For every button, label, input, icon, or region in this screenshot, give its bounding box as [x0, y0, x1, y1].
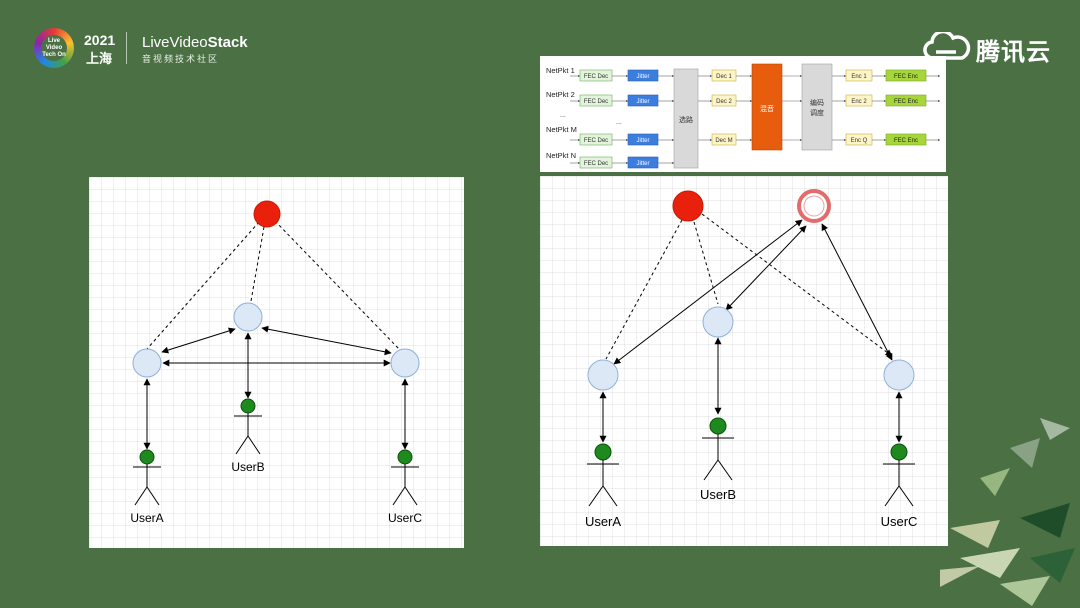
decorative-triangles: [940, 418, 1075, 606]
left-diagram-panel: UserA UserB UserC: [89, 177, 464, 548]
cloud-icon: [923, 32, 971, 60]
right-diagram-panel: UserA UserB UserC: [540, 176, 948, 546]
event-logo: Live Video Tech On: [34, 28, 74, 68]
event-header: Live Video Tech On 2021 上海 LiveVideoStac…: [34, 26, 334, 70]
ellipsis-mid: ...: [616, 119, 622, 126]
left-topology-diagram: UserA UserB UserC: [130, 200, 422, 525]
relay-hub-inner: [803, 195, 825, 217]
row1-label: NetPkt 1: [546, 66, 575, 75]
user-a-label: UserA: [130, 511, 163, 525]
row4-jitter-text: Jitter: [636, 161, 649, 167]
audio-mix-label: 混音: [760, 104, 774, 113]
dashed-link-c: [274, 220, 400, 350]
user-a-label: UserA: [585, 514, 621, 529]
header-divider: [126, 32, 127, 64]
row2-fec-dec-text: FEC Dec: [584, 99, 608, 105]
user-a-figure: [133, 449, 161, 506]
row2-label: NetPkt 2: [546, 90, 575, 99]
user-b-label: UserB: [700, 487, 736, 502]
link-a-b: [161, 327, 236, 354]
row1-dec: [711, 69, 737, 82]
user-b-label: UserB: [231, 460, 264, 474]
row3-label: NetPkt M: [546, 125, 577, 134]
row3-fec-dec-text: FEC Dec: [584, 138, 608, 144]
link-a-hub: [613, 219, 803, 365]
right-topology-diagram: UserA UserB UserC: [585, 189, 918, 529]
event-city: 上海: [86, 51, 113, 66]
row3-dec-text: Dec M: [715, 138, 732, 144]
brand-name: LiveVideoStack: [142, 34, 248, 51]
brand-stack: Stack: [207, 34, 248, 51]
row1-fec-dec: [579, 69, 613, 82]
edge-node-a: [587, 359, 619, 391]
row1-jitter-text: Jitter: [636, 74, 649, 80]
row1-fec-enc: [885, 69, 927, 82]
row3-fec-enc: [885, 133, 927, 146]
encode-schedule-label-2: 调度: [810, 108, 824, 117]
row2-fec-enc: [885, 94, 927, 107]
row2-jitter-text: Jitter: [636, 99, 649, 105]
central-server-node: [672, 190, 704, 222]
link-b-hub: [725, 225, 807, 311]
row1-jitter: [627, 69, 659, 82]
user-a-figure: [587, 443, 619, 507]
link-c-hub: [821, 223, 893, 361]
edge-node-c: [390, 348, 420, 378]
dashed-link-a: [605, 219, 683, 360]
row1-fec-enc-text: FEC Enc: [894, 74, 918, 80]
dashed-link-b: [250, 226, 265, 302]
row2-fec-dec: [579, 94, 613, 107]
link-b-c: [261, 325, 392, 356]
user-c-label: UserC: [388, 511, 422, 525]
event-logo-text: Live Video Tech On: [41, 35, 67, 61]
row4-fec-dec: [579, 156, 613, 169]
row2-dec: [711, 94, 737, 107]
edge-node-b: [233, 302, 263, 332]
row3-fec-dec: [579, 133, 613, 146]
edge-node-a: [132, 348, 162, 378]
central-server-node: [253, 200, 281, 228]
user-c-label: UserC: [881, 514, 918, 529]
user-b-figure: [702, 417, 734, 481]
user-c-figure: [391, 449, 419, 506]
tencent-cloud-name: 腾讯云: [976, 39, 1051, 66]
row2-enc-text: Enc 2: [851, 99, 867, 105]
user-c-figure: [883, 443, 915, 507]
row3-jitter-text: Jitter: [636, 138, 649, 144]
row1-enc-text: Enc 1: [851, 74, 867, 80]
user-b-figure: [234, 398, 262, 455]
route-select-label: 选路: [679, 115, 693, 124]
row1-fec-dec-text: FEC Dec: [584, 74, 608, 80]
row3-fec-enc-text: FEC Enc: [894, 138, 918, 144]
edge-node-c: [883, 359, 915, 391]
ellipsis-left: ...: [560, 112, 566, 119]
media-pipeline-panel: NetPkt 1 FEC Dec Jitter Dec 1 Enc 1 FEC …: [540, 56, 946, 172]
row2-jitter: [627, 94, 659, 107]
brand-subtitle: 音视频技术社区: [142, 54, 220, 64]
row4-label: NetPkt N: [546, 151, 576, 160]
row3-enc-text: Enc Q: [851, 138, 868, 144]
row4-fec-dec-text: FEC Dec: [584, 161, 608, 167]
dashed-link-a: [146, 221, 260, 350]
row3-enc: [845, 133, 873, 146]
encode-schedule-block: [801, 63, 833, 151]
brand-video: Video: [169, 34, 208, 51]
row3-dec: [711, 133, 737, 146]
edge-node-b: [702, 306, 734, 338]
audio-mix-block: [751, 63, 783, 151]
row1-dec-text: Dec 1: [716, 74, 732, 80]
tencent-cloud-logo: 腾讯云: [922, 30, 1062, 66]
dashed-link-b: [693, 221, 719, 305]
encode-schedule-label-1: 编码: [810, 98, 824, 107]
row1-enc: [845, 69, 873, 82]
brand-prefix: Live: [142, 34, 170, 51]
row2-fec-enc-text: FEC Enc: [894, 99, 918, 105]
media-pipeline-diagram: NetPkt 1 FEC Dec Jitter Dec 1 Enc 1 FEC …: [546, 63, 941, 169]
row2-enc: [845, 94, 873, 107]
row4-jitter: [627, 156, 659, 169]
row3-jitter: [627, 133, 659, 146]
route-select-block: [673, 68, 699, 169]
row2-dec-text: Dec 2: [716, 99, 732, 105]
event-year: 2021: [84, 32, 116, 48]
